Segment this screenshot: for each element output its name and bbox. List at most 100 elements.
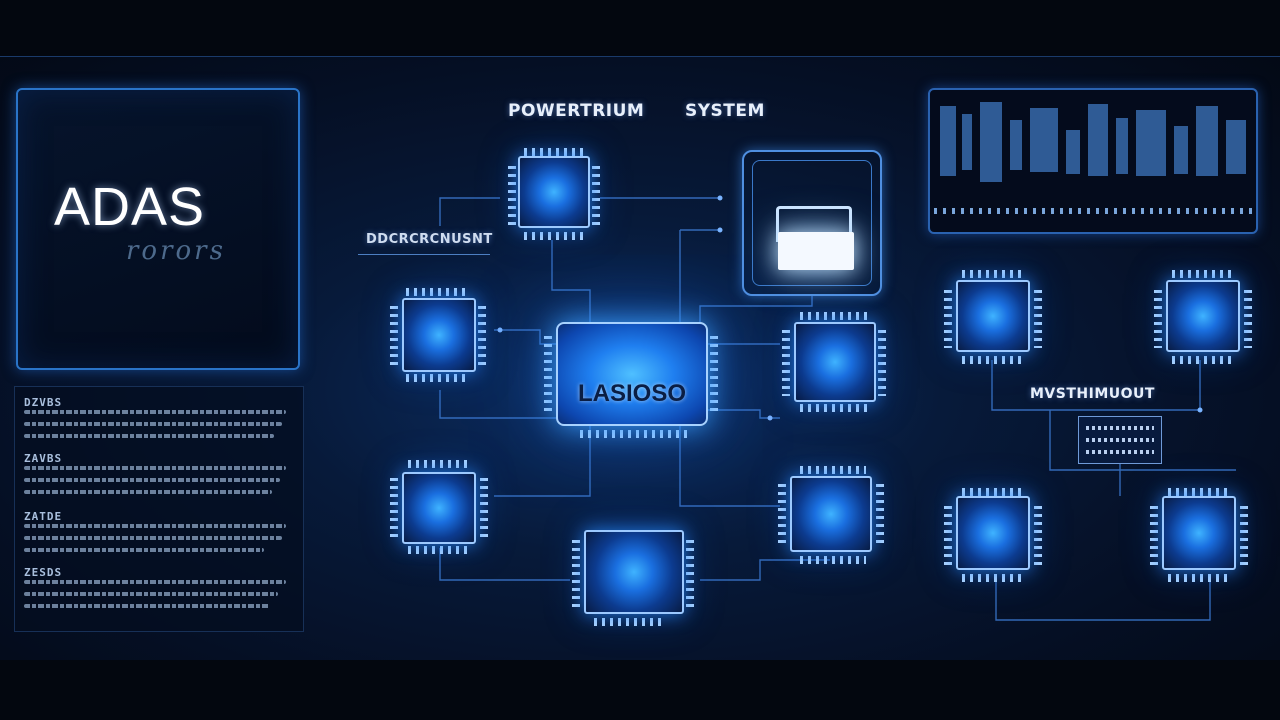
- data-glyph: [1226, 120, 1246, 174]
- chip-pins: [962, 574, 1024, 582]
- chip-pins: [1034, 290, 1042, 348]
- chip-pins: [544, 336, 552, 416]
- security-module: [742, 150, 882, 296]
- chip-pins: [878, 330, 886, 396]
- spec-line: [24, 536, 282, 540]
- spec-line: [24, 524, 286, 528]
- data-glyph: [1116, 118, 1128, 174]
- top-letterbox: [0, 0, 1280, 56]
- chip-pins: [390, 306, 398, 368]
- data-glyph: [1196, 106, 1218, 176]
- chip-pins: [580, 430, 688, 438]
- chip-pins: [406, 288, 470, 296]
- chip-right-cluster-3: [956, 496, 1030, 570]
- chip-pins: [408, 460, 470, 468]
- bus-pins: [1086, 450, 1154, 454]
- chip-pins: [390, 478, 398, 540]
- spec-heading-4: ZESDS: [24, 566, 63, 579]
- spec-heading-2: ZAVBS: [24, 452, 63, 465]
- data-panel-ruler: [934, 208, 1252, 214]
- data-glyph: [1174, 126, 1188, 174]
- main-chip-label: LASIOSO: [577, 380, 686, 407]
- spec-line: [24, 604, 270, 608]
- chip-pins: [1240, 506, 1248, 566]
- chip-left: [402, 298, 476, 372]
- right-module-label: MVSTHIMUOUT: [1030, 386, 1155, 402]
- bottom-letterbox: [0, 660, 1280, 720]
- chip-pins: [592, 166, 600, 226]
- chip-pins: [508, 166, 516, 226]
- spec-line: [24, 478, 280, 482]
- chip-pins: [1168, 488, 1230, 496]
- chip-pins: [944, 506, 952, 566]
- chip-pins: [778, 484, 786, 546]
- security-module-frame: [752, 160, 872, 286]
- chip-pins: [1172, 356, 1234, 364]
- chip-pins: [962, 270, 1024, 278]
- data-glyph: [940, 106, 956, 176]
- spec-line: [24, 410, 286, 414]
- chip-pins: [524, 148, 584, 156]
- bus-pins: [1086, 426, 1154, 430]
- chip-pins: [800, 556, 866, 564]
- powertrain-label: POWERTRIUM: [508, 101, 645, 121]
- chip-pins: [710, 336, 718, 416]
- chip-right-cluster-4: [1162, 496, 1236, 570]
- chip-pins: [782, 330, 790, 396]
- chip-pins: [800, 312, 868, 320]
- chip-pins: [572, 540, 580, 612]
- chip-pins: [1168, 574, 1230, 582]
- chip-pins: [800, 404, 868, 412]
- chip-right-cluster-1: [956, 280, 1030, 352]
- spec-line: [24, 490, 272, 494]
- adas-title: ADAS: [54, 177, 206, 237]
- chip-pins: [686, 540, 694, 612]
- main-processor-chip: [556, 322, 708, 426]
- data-glyph: [1088, 104, 1108, 176]
- chip-pins: [1244, 290, 1252, 348]
- chip-pins: [478, 306, 486, 368]
- chip-pins: [406, 374, 470, 382]
- data-glyph: [1010, 120, 1022, 170]
- chip-bottom-left: [402, 472, 476, 544]
- data-glyph: [1030, 108, 1058, 172]
- data-glyph: [1066, 130, 1080, 174]
- chip-top: [518, 156, 590, 228]
- chip-pins: [1034, 506, 1042, 566]
- chip-pins: [876, 484, 884, 546]
- system-label: SYSTEM: [685, 101, 765, 121]
- spec-line: [24, 434, 274, 438]
- chip-pins: [594, 618, 666, 626]
- adas-subtitle: rorors: [126, 236, 226, 266]
- chip-pins: [962, 488, 1024, 496]
- chip-pins: [944, 290, 952, 348]
- spec-text-panel: [14, 386, 304, 632]
- spec-line: [24, 548, 264, 552]
- spec-line: [24, 592, 278, 596]
- data-glyph: [1136, 110, 1166, 176]
- chip-bottom-right: [790, 476, 872, 552]
- chip-pins: [800, 466, 866, 474]
- chip-right: [794, 322, 876, 402]
- chip-right-cluster-2: [1166, 280, 1240, 352]
- chip-bottom-center: [584, 530, 684, 614]
- chip-pins: [1154, 290, 1162, 348]
- spec-line: [24, 580, 286, 584]
- chip-pins: [1172, 270, 1234, 278]
- lock-shackle-icon: [776, 206, 852, 242]
- spec-line: [24, 422, 282, 426]
- bus-pins: [1086, 438, 1154, 442]
- chip-pins: [524, 232, 584, 240]
- data-glyph: [962, 114, 972, 170]
- spec-heading-3: ZATDE: [24, 510, 63, 523]
- adas-panel: [16, 88, 300, 370]
- data-glyph: [980, 102, 1002, 182]
- lock-icon: [778, 232, 854, 270]
- left-module-underline: [358, 254, 490, 255]
- chip-pins: [408, 546, 470, 554]
- chip-pins: [480, 478, 488, 540]
- spec-heading-1: DZVBS: [24, 396, 63, 409]
- chip-pins: [962, 356, 1024, 364]
- chip-pins: [1150, 506, 1158, 566]
- spec-line: [24, 466, 286, 470]
